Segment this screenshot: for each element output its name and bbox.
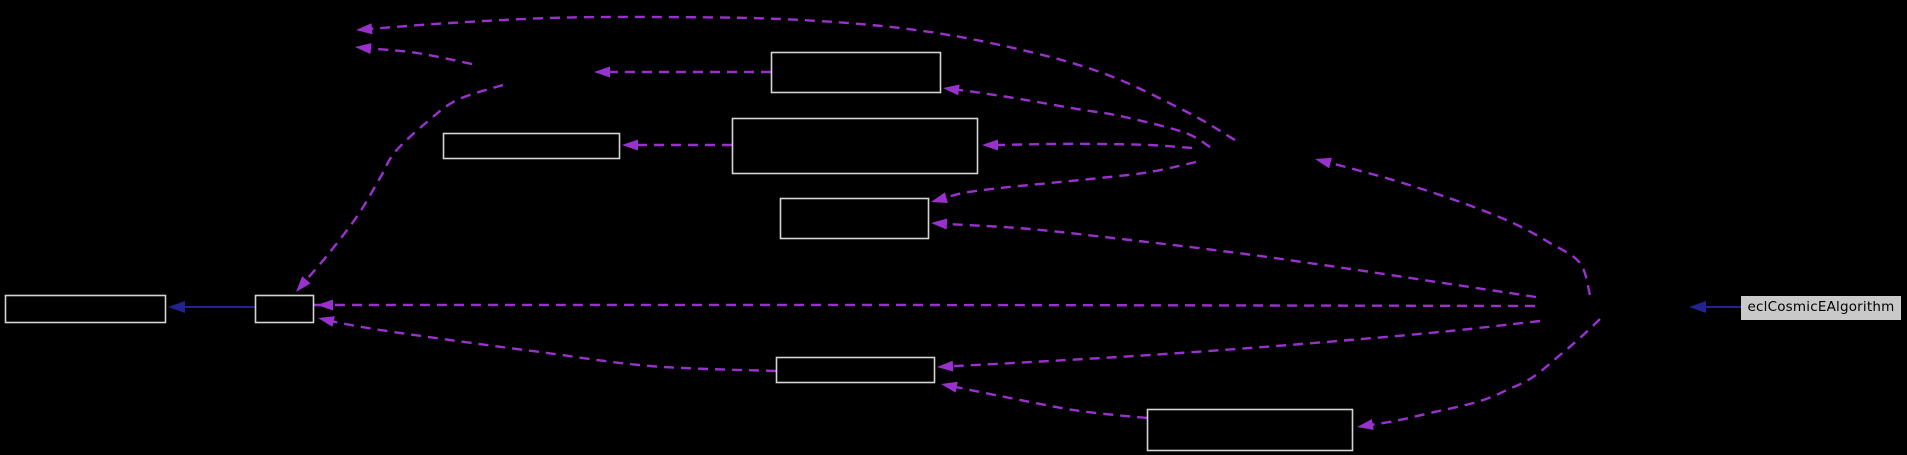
edge-hub-to-left-derived (285, 303, 1536, 308)
arrowhead-hidden-right-to-top (943, 84, 960, 96)
edge-lower-mid-to-left-derived (330, 319, 777, 373)
arrowhead-hub-to-bottom-right (1357, 419, 1374, 430)
arrowhead-hub-to-hidden-right (1315, 157, 1332, 169)
class-node-eclcosmicealgorithm[interactable]: eclCosmicEAlgorithm (1741, 296, 1901, 320)
arrowhead-hub-to-lower-mid (937, 360, 954, 372)
arrowhead-ecl-inherits (1689, 301, 1706, 313)
edge-hub-to-hidden-right (1327, 161, 1592, 296)
arrowhead-hidden-right-to-mid-large (982, 139, 998, 151)
edge-hub-to-bottom-right (1369, 318, 1601, 427)
class-node-node-top[interactable] (770, 51, 942, 94)
class-node-node-mid-small[interactable] (779, 197, 930, 240)
class-node-node-lower-mid[interactable] (775, 356, 936, 384)
class-node-node-bottom-right[interactable] (1146, 408, 1354, 452)
edge-hidden-right-to-mid-small (943, 160, 1197, 200)
class-node-node-mid-left[interactable] (442, 132, 621, 160)
class-node-node-mid-large[interactable] (731, 117, 979, 175)
arrowhead-hidden-right-to-topleft (356, 23, 373, 35)
edge-hub-to-lower-mid (949, 319, 1541, 368)
class-node-label: eclCosmicEAlgorithm (1747, 299, 1895, 316)
arrowhead-hub-to-left-derived (317, 299, 333, 311)
arrowhead-hub-to-mid-small (931, 218, 948, 230)
arrowhead-left-derived-inherits (168, 301, 185, 313)
arrowhead-hidden-mid-to-topleft (355, 43, 372, 54)
edge-hidden-mid-to-topleft (367, 47, 473, 66)
class-node-node-left-base[interactable] (4, 294, 167, 324)
edge-hidden-right-to-topleft (368, 15, 1236, 142)
arrowhead-hidden-right-to-mid-small (931, 192, 948, 203)
arrowhead-lower-mid-to-left-derived (318, 316, 335, 327)
edge-bottom-right-to-lower-mid (953, 385, 1148, 420)
arrowhead-top-to-hidden-mid (594, 66, 610, 78)
edge-hidden-right-to-top (955, 88, 1211, 149)
arrowhead-mid-large-to-mid-left (622, 139, 638, 151)
edge-hub-to-mid-small (943, 222, 1537, 299)
edge-hidden-mid-to-left-derived (303, 83, 504, 283)
class-node-node-left-derived[interactable] (254, 294, 315, 324)
arrowhead-bottom-right-to-lower-mid (941, 381, 958, 393)
edge-hidden-right-to-mid-large (993, 142, 1193, 150)
arrowhead-hidden-mid-to-left-derived (296, 276, 311, 292)
